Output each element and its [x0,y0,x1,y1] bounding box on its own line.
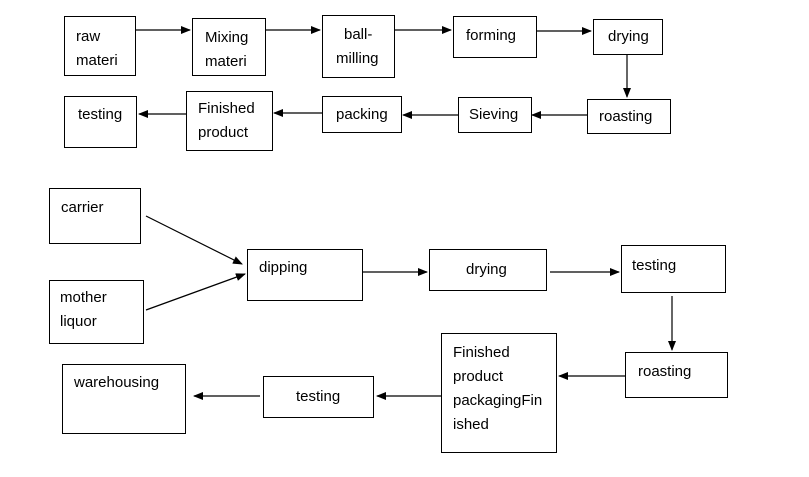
box-ball-milling: ball- milling [322,15,395,78]
box-roasting-2: roasting [625,352,728,398]
box-forming: forming [453,16,537,58]
box-drying-2: drying [429,249,547,291]
box-mixing-materials: Mixing materi [192,18,266,76]
box-sieving: Sieving [458,97,532,133]
box-warehousing: warehousing [62,364,186,434]
arrow-carrier-to-dipping [145,215,243,265]
box-dipping: dipping [247,249,363,301]
box-mother-liquor: mother liquor [49,280,144,344]
box-finished-product: Finished product [186,91,273,151]
arrow-liquor-to-dipping [145,273,246,311]
box-carrier: carrier [49,188,141,244]
box-testing: testing [64,96,137,148]
box-testing-2a: testing [621,245,726,293]
box-drying: drying [593,19,663,55]
box-packing: packing [322,96,402,133]
box-finished-packaging: Finished product packagingFin ished [441,333,557,453]
box-testing-2b: testing [263,376,374,418]
box-raw-materials: raw materi [64,16,136,76]
box-roasting: roasting [587,99,671,134]
